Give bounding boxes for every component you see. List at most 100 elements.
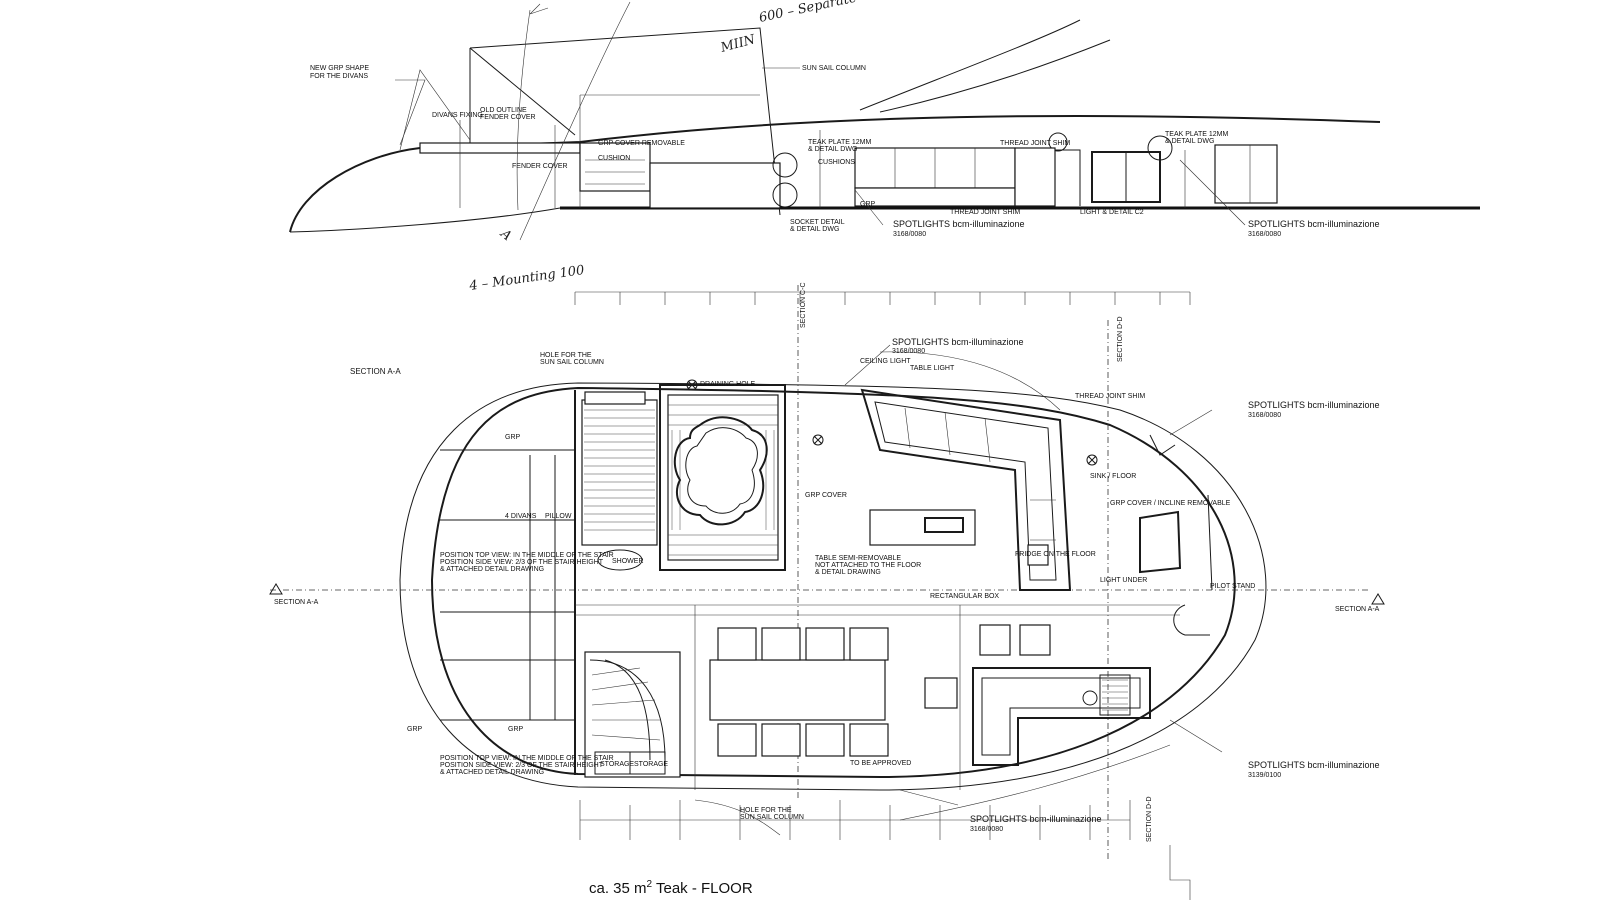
label-section-aa-right: SECTION A-A [1335, 606, 1380, 613]
sail-curve-1 [859, 19, 1081, 111]
chair-top-4 [849, 627, 889, 661]
dining-table [709, 659, 886, 721]
hand-line-2 [519, 1, 631, 241]
label-shower: SHOWER [612, 558, 644, 565]
label-spotlights-1: SPOTLIGHTS bcm-illuminazione [893, 219, 1025, 229]
galley-hob [1099, 674, 1131, 716]
label-spotlights-2-code: 3168/0080 [1248, 231, 1281, 238]
l-sofa-cushions [904, 407, 1056, 541]
label-spotlights-top: SPOTLIGHTS bcm-illuminazione [892, 337, 1024, 347]
ceiling-light-symbols [686, 379, 1098, 466]
label-section-aa-title: SECTION A-A [350, 367, 401, 376]
stair-arc-outer [589, 659, 666, 761]
pilot-seat [1139, 510, 1182, 574]
l-sofa-outer [860, 388, 1072, 591]
l-sofa-inner [874, 401, 1057, 581]
sun-sail-frame [469, 27, 781, 216]
label-grp-bottom: GRP [508, 726, 524, 733]
bench-base [854, 187, 1016, 207]
label-table-note-1: TABLE SEMI-REMOVABLE [815, 555, 901, 562]
label-rectangular-box: RECTANGULAR BOX [930, 593, 999, 600]
hull-bottom-line [289, 207, 561, 233]
jacuzzi-inner [667, 394, 779, 561]
jacuzzi-tub-inner [685, 427, 758, 514]
label-grp: GRP [860, 201, 876, 208]
sunbed-left-hatch [584, 409, 655, 531]
interior-grid [575, 604, 1180, 790]
detail-circle-4 [1048, 132, 1068, 152]
dim-ticks-bottom [579, 800, 1131, 840]
stool-2 [1019, 624, 1051, 656]
caption-superscript: 2 [647, 879, 653, 890]
section-marker-left [269, 583, 283, 595]
label-divans-fixing: DIVANS FIXING [432, 112, 483, 119]
label-sink: SINK / FLOOR [1090, 473, 1136, 480]
label-spotlights-top-code: 3168/0080 [892, 348, 925, 355]
label-grp-bottom-left: GRP [407, 726, 423, 733]
label-spotlights-2: SPOTLIGHTS bcm-illuminazione [1248, 219, 1380, 229]
chair-top-3 [805, 627, 845, 661]
label-hole-bottom-2: SUN SAIL COLUMN [740, 814, 804, 821]
label-fender-cover-top: FENDER COVER [480, 114, 536, 121]
label-spotlights-bottom-code: 3168/0080 [970, 826, 1003, 833]
caption-suffix: Teak - FLOOR [652, 880, 753, 897]
chair-top-2 [761, 627, 801, 661]
leader-spot-1 [854, 189, 884, 226]
divan-lines [440, 449, 575, 721]
label-fender-cover: FENDER COVER [512, 163, 568, 170]
label-section-dd-bottom: SECTION D-D [1146, 797, 1153, 843]
label-table-note-3: & DETAIL DRAWING [815, 569, 881, 576]
label-bar-note: GRP COVER / INCLINE REMOVABLE [1110, 500, 1231, 507]
stool-3 [924, 677, 958, 709]
label-cushion-left: CUSHION [598, 155, 630, 162]
label-teak-plate-left-2: & DETAIL DWG [808, 146, 857, 153]
corner-line [1169, 845, 1191, 900]
bench-end [1014, 147, 1056, 207]
label-note-top-1: HOLE FOR THE [540, 352, 592, 359]
label-thread-joint-bottom: THREAD JOINT SHIM [950, 209, 1020, 216]
sunbed-headrest [584, 391, 646, 405]
divan-block [579, 142, 651, 192]
helm-arc [1173, 604, 1210, 636]
label-spotlights-right: SPOTLIGHTS bcm-illuminazione [1248, 400, 1380, 410]
chair-top-1 [717, 627, 757, 661]
label-spotlights-mid-code: 3139/0100 [1248, 772, 1281, 779]
hand-line-1 [516, 9, 531, 211]
label-divans: 4 DIVANS [505, 513, 537, 520]
divan-block-lines [585, 159, 645, 185]
stair-arc-inner [604, 659, 651, 761]
label-teak-plate-right: TEAK PLATE 12MM [1165, 131, 1228, 138]
label-section-aa-left: SECTION A-A [274, 599, 319, 606]
label-storage-2: STORAGE [634, 761, 668, 768]
jacuzzi-frame [659, 384, 786, 571]
hand-note-left: 4 – Mounting 100 [467, 263, 585, 294]
pilot-console-line [1207, 494, 1213, 591]
plan-leaders [844, 344, 1223, 806]
chair-bottom-1 [717, 723, 757, 757]
label-thread-joint: THREAD JOINT SHIM [1075, 393, 1145, 400]
label-fridge: FRIDGE ON THE FLOOR [1015, 551, 1096, 558]
small-sink [1027, 544, 1049, 566]
chair-bottom-3 [805, 723, 845, 757]
bow-detail [1149, 434, 1176, 456]
label-note-top-2: SUN SAIL COLUMN [540, 359, 604, 366]
galley-hob-hatch [1102, 679, 1128, 711]
galley-sink [1082, 690, 1098, 706]
label-spotlights-1-code: 3168/0080 [893, 231, 926, 238]
sail-stay [469, 47, 576, 136]
label-old-outline: OLD OUTLINE [480, 107, 527, 114]
label-grp-cover-plan: GRP COVER [805, 492, 847, 499]
label-light-under: LIGHT UNDER [1100, 577, 1147, 584]
label-sun-sail-column: SUN SAIL COLUMN [802, 65, 866, 72]
label-teak-plate-left: TEAK PLATE 12MM [808, 139, 871, 146]
label-stair-note-3: & ATTACHED DETAIL DRAWING [440, 769, 544, 776]
label-light-detail: LIGHT & DETAIL C2 [1080, 209, 1144, 216]
stair-steps [591, 667, 661, 741]
label-new-grp-shape: NEW GRP SHAPE [310, 65, 369, 72]
label-grp-cover: GRP COVER REMOVABLE [598, 140, 685, 147]
label-table-light: TABLE LIGHT [910, 365, 955, 372]
arc-line-bottom [899, 744, 1171, 821]
coffee-table [869, 509, 976, 546]
sail-curve-2 [879, 39, 1111, 113]
